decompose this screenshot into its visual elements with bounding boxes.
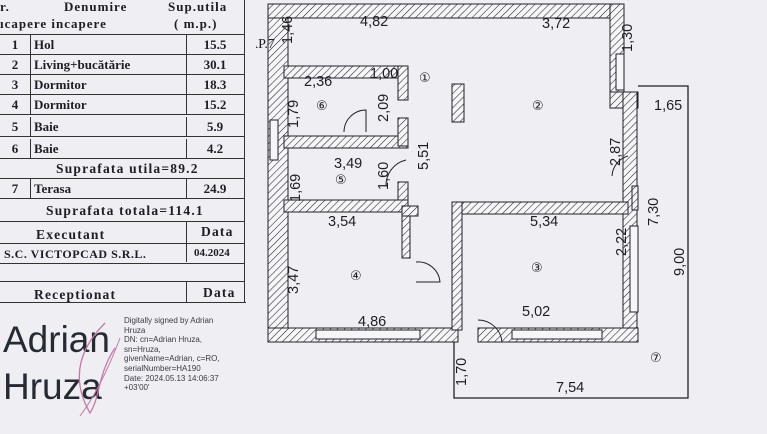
dim-2-36: 2,36 <box>304 74 332 90</box>
dim-9-00: 9,00 <box>672 248 688 276</box>
dim-7-30: 7,30 <box>646 198 662 226</box>
signature-first-name: Adrian <box>3 319 110 360</box>
room-table: r. Denumire Sup.utila ıcapere incapere (… <box>0 0 246 303</box>
table-row: 2 Living+bucătărie 30.1 <box>0 55 244 75</box>
door-swings <box>343 109 629 343</box>
data-label-2: Data <box>203 285 236 300</box>
suprafata-totala: Suprafata totala=114.1 <box>46 203 204 218</box>
room-number-5: ⑤ <box>335 172 347 187</box>
company-name: S.C. VICTOPCAD S.R.L. <box>4 247 147 261</box>
table-row: 1 Hol 15.5 <box>0 35 244 55</box>
digital-signature: Adrian Hruza Digitally signed by Adrian … <box>0 310 250 430</box>
header-col2: Denumire <box>64 0 128 14</box>
table-row: 6 Baie 4.2 <box>0 139 244 159</box>
dim-1-70: 1,70 <box>454 358 470 386</box>
table-row: 7 Terasa 24.9 <box>0 179 244 199</box>
room-number-1: ① <box>419 70 431 85</box>
dim-5-34: 5,34 <box>530 214 558 230</box>
room-number-2: ② <box>532 98 544 113</box>
dim-4-86: 4,86 <box>358 314 386 330</box>
header-col3-line2: ( m.p.) <box>174 16 218 31</box>
table-row: 5 Baie 5.9 <box>0 117 244 137</box>
floor-plan: AP.7 4,82 3,72 1,46 1,30 2,36 1,00 1,79 … <box>256 3 689 399</box>
signature-details: Digitally signed by Adrian Hruza DN: cn=… <box>124 316 220 393</box>
suprafata-utila: Suprafata utila=89.2 <box>56 161 199 176</box>
dim-3-47: 3,47 <box>286 266 302 294</box>
interior-walls <box>283 65 639 331</box>
dim-2-22: 2,22 <box>614 228 630 256</box>
dim-7-54: 7,54 <box>556 380 584 396</box>
dim-1-30: 1,30 <box>620 24 636 52</box>
signature-flourish-icon <box>78 322 121 417</box>
data-label: Data <box>201 224 234 239</box>
signature-last-name: Hruza <box>3 366 102 407</box>
windows <box>269 53 639 340</box>
terrace-outline <box>453 85 689 399</box>
room-number-3: ③ <box>531 260 543 275</box>
dim-2-87: 2,87 <box>608 138 624 166</box>
dim-1-79: 1,79 <box>286 100 302 128</box>
table-row: 3 Dormitor 18.3 <box>0 75 244 95</box>
header-col3: Sup.utila <box>168 0 228 14</box>
executant-label: Executant <box>36 227 106 242</box>
receptionat-label: Receptionat <box>34 287 117 302</box>
room-number-6: ⑥ <box>316 98 328 113</box>
dim-3-54: 3,54 <box>328 214 356 230</box>
dim-3-49: 3,49 <box>334 156 362 172</box>
header-col2-line2: ıcapere incapere <box>0 16 107 31</box>
dim-5-51: 5,51 <box>416 142 432 170</box>
header-col1: r. <box>0 0 10 14</box>
dim-1-60: 1,60 <box>376 162 392 190</box>
label-ap7: AP.7 <box>256 37 275 52</box>
company-date: 04.2024 <box>194 247 230 259</box>
dim-1-46: 1,46 <box>280 16 296 44</box>
dim-1-65: 1,65 <box>654 98 682 114</box>
dim-1-69: 1,69 <box>288 174 304 202</box>
room-number-4: ④ <box>350 268 362 283</box>
room-number-7: ⑦ <box>650 350 662 365</box>
dim-1-00: 1,00 <box>370 66 398 82</box>
dim-4-82: 4,82 <box>360 14 388 30</box>
table-row: 4 Dormitor 15.2 <box>0 95 244 115</box>
dim-2-09: 2,09 <box>376 94 392 122</box>
dim-3-72: 3,72 <box>542 16 570 32</box>
dim-5-02: 5,02 <box>522 304 550 320</box>
